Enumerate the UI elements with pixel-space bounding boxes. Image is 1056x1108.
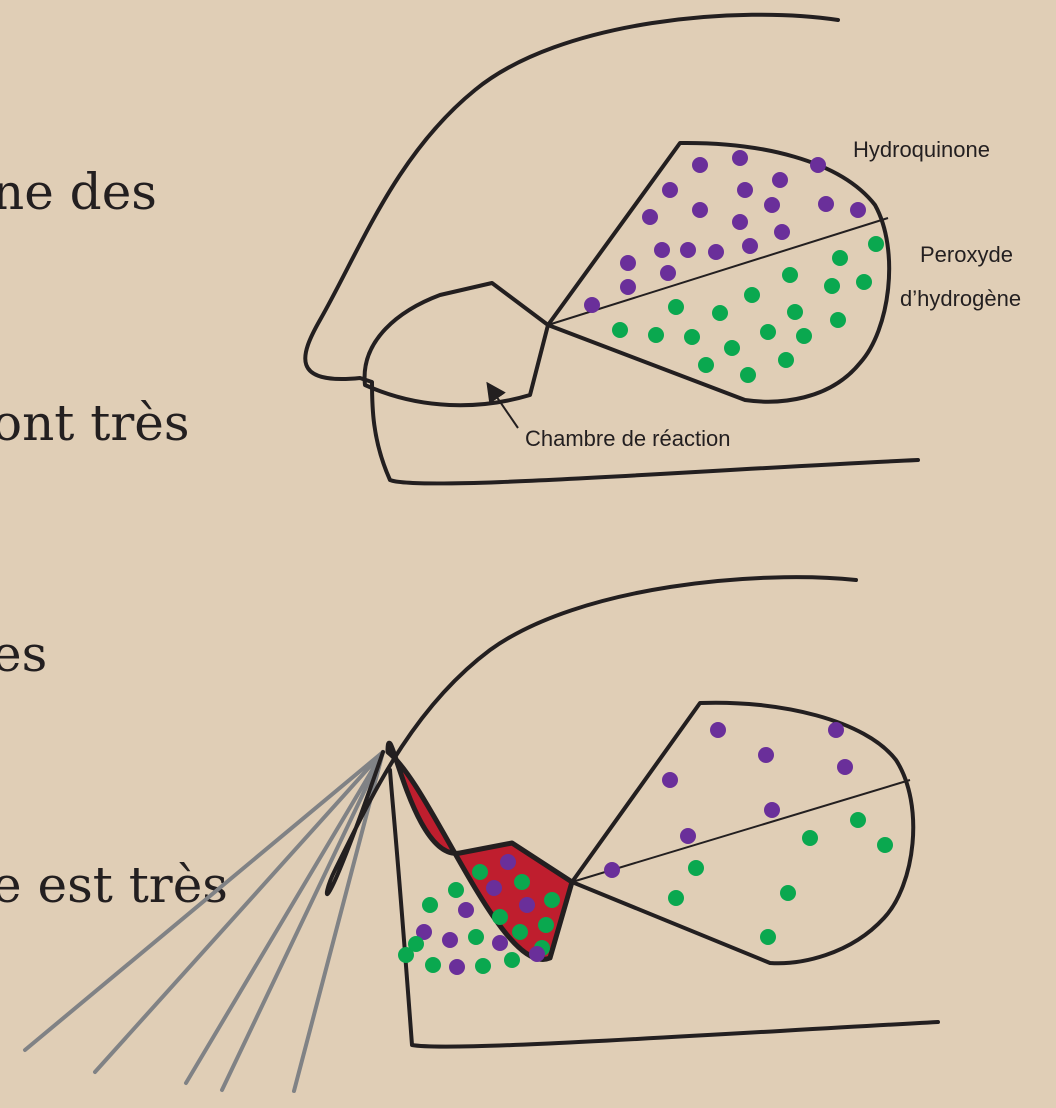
- label-chambre: Chambre de réaction: [525, 426, 730, 451]
- chambre-arrow: [492, 390, 518, 428]
- abdomen-outline: [305, 15, 918, 484]
- label-peroxyde-line1: Peroxyde: [920, 242, 1013, 267]
- reaction-chamber: [365, 283, 548, 405]
- hydroquinone-dots: [584, 150, 866, 313]
- reaction-chamber-red-displayed: [387, 650, 512, 843]
- abdomen-outline: [327, 577, 856, 894]
- hydroquinone-dots: [604, 722, 853, 878]
- reaction-chamber-visible-fill: [388, 650, 512, 843]
- spray-lines: [25, 752, 383, 1091]
- peroxide-dots: [612, 236, 884, 383]
- exploding-chamber: [388, 648, 512, 843]
- diagram-after: [25, 577, 938, 1091]
- peroxide-dots: [668, 812, 893, 945]
- reservoir-divider: [572, 780, 910, 882]
- label-hydroquinone: Hydroquinone: [853, 137, 990, 162]
- reaction-chamber-filled-active: [388, 650, 512, 843]
- label-peroxyde-line2: d’hydrogène: [900, 286, 1021, 311]
- diagram-before: Hydroquinone Peroxyde d’hydrogène Chambr…: [305, 15, 1021, 484]
- reservoir-gland: [572, 703, 913, 964]
